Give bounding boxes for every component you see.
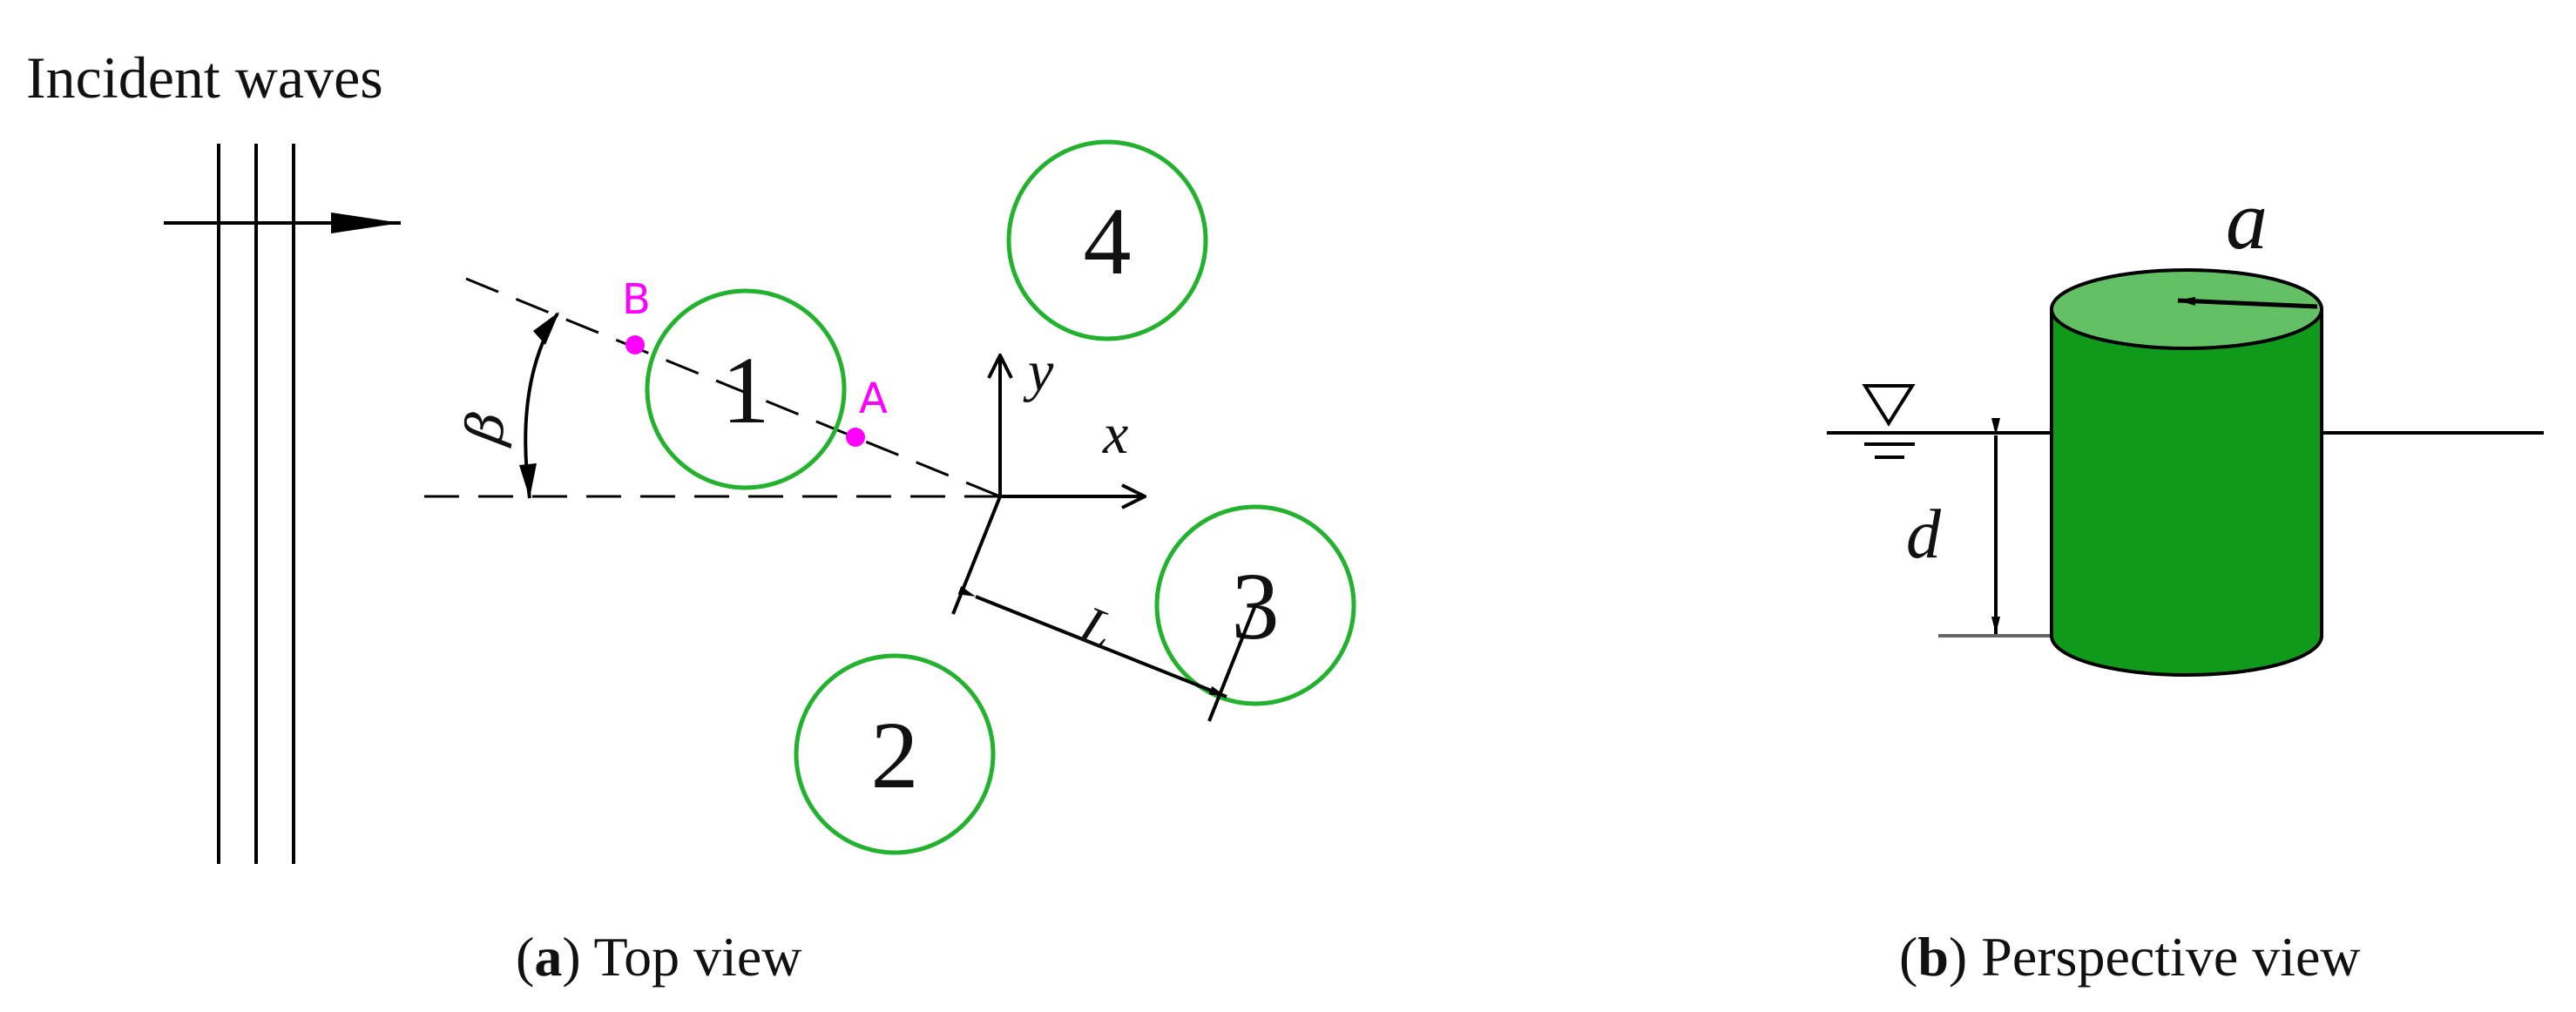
spacing-dimension-arrow — [957, 585, 1227, 698]
caption-panel-b: (b) Perspective view — [1899, 926, 2361, 988]
radius-arrow — [2177, 296, 2318, 309]
panel-b-perspective-view: d a — [1827, 173, 2544, 677]
cylinder-1-label: 1 — [722, 337, 770, 443]
spacing-leader-cylinder3 — [1207, 604, 1257, 722]
angle-beta-arrowhead-top — [533, 312, 559, 345]
caption-b-text: Perspective view — [1967, 926, 2361, 988]
cylinder-2: 2 — [794, 653, 996, 855]
inclined-reference-line — [465, 277, 1001, 498]
cylinder-4: 4 — [1006, 139, 1208, 341]
caption-b-tag: b — [1917, 926, 1949, 988]
panel-a-top-view: Incident waves β 1 2 3 4 — [26, 44, 1356, 864]
point-a-label: A — [859, 374, 888, 423]
x-axis-label: x — [1102, 402, 1128, 466]
cylinder-4-label: 4 — [1084, 188, 1132, 294]
point-b-marker — [625, 335, 645, 354]
depth-label: d — [1906, 496, 1942, 573]
y-axis-label: y — [1023, 340, 1054, 403]
cylinder-top-face — [2050, 268, 2323, 350]
cylinder-2-label: 2 — [871, 702, 919, 808]
caption-panel-a: (a) Top view — [516, 926, 802, 988]
angle-beta-label: β — [453, 407, 518, 449]
caption-a-text: Top view — [580, 926, 802, 988]
point-a-marker — [846, 428, 865, 447]
caption-a-tag: a — [534, 926, 563, 988]
radius-label: a — [2226, 173, 2268, 266]
angle-beta-arrowhead-bottom — [519, 463, 537, 498]
point-b-label: B — [622, 275, 651, 324]
incident-waves-heading: Incident waves — [26, 44, 383, 111]
wave-crest-lines — [217, 144, 295, 864]
cylinder-1: 1 — [645, 288, 847, 490]
cylinder-3d — [2050, 268, 2323, 677]
water-level-symbol — [1862, 384, 1916, 459]
